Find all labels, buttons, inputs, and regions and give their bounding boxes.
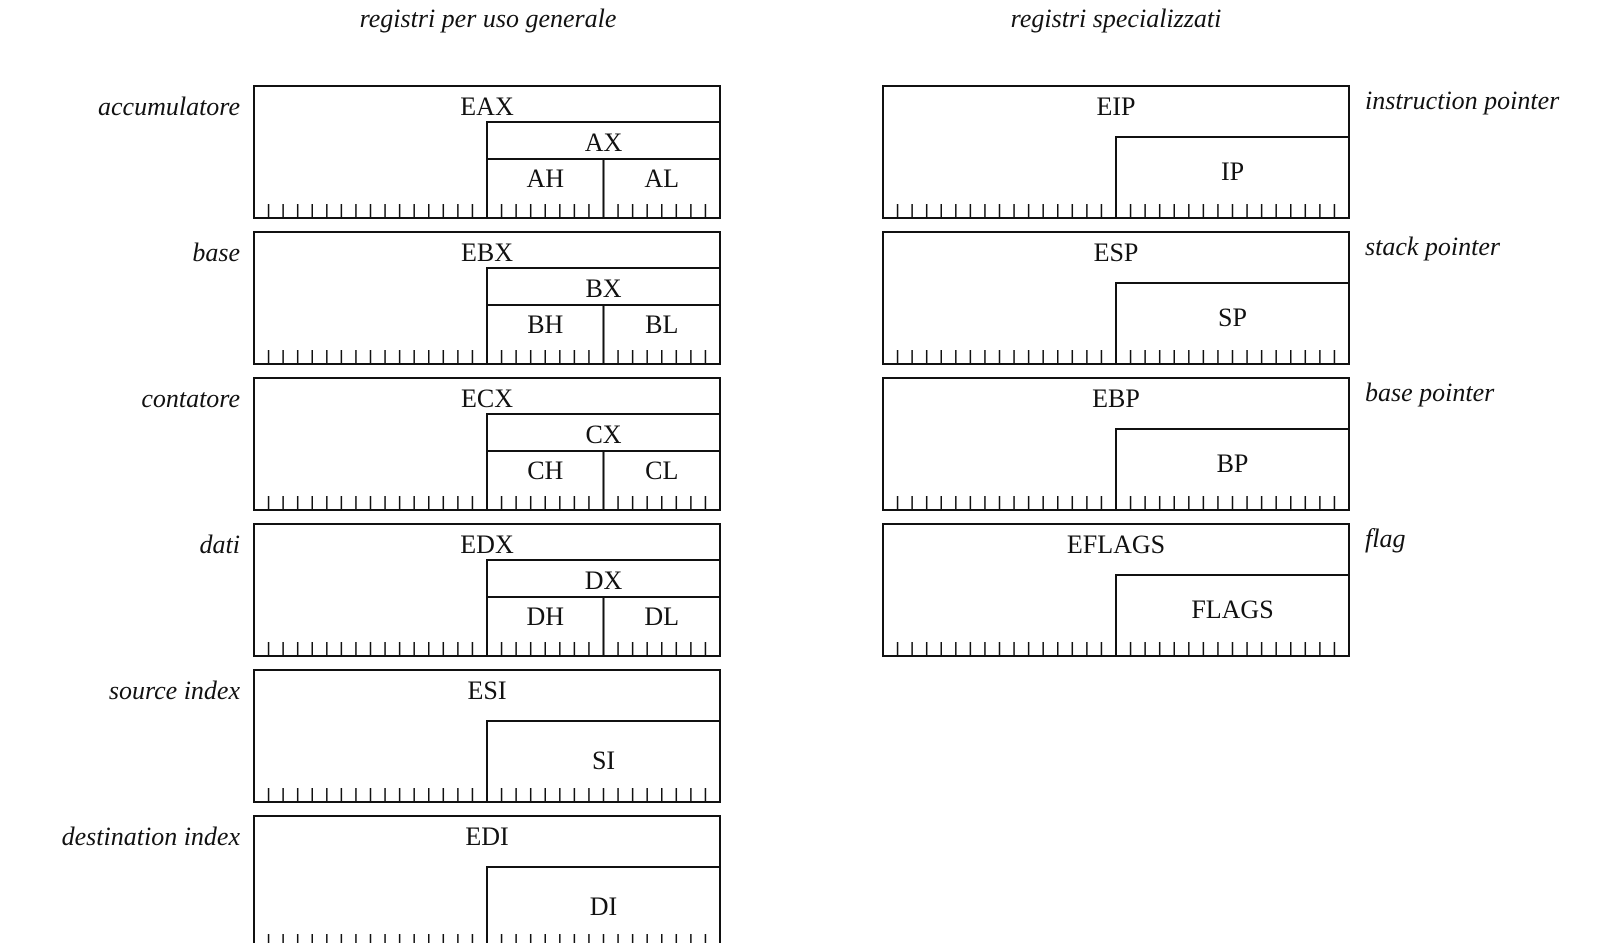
bit-ticks bbox=[267, 204, 707, 218]
register-edx: dati EDX DX DH DL bbox=[200, 523, 721, 657]
register-edi: destination index EDI DI bbox=[62, 815, 721, 943]
register-16bit-label: BX bbox=[585, 274, 621, 303]
register-16bit-outline bbox=[486, 559, 720, 656]
register-32bit-label: EAX bbox=[460, 92, 514, 121]
register-16bit-label: SI bbox=[592, 746, 615, 775]
register-role-label: stack pointer bbox=[1365, 232, 1501, 261]
heading-general-registers: registri per uso generale bbox=[360, 4, 617, 33]
register-eax: accumulatore EAX AX AH AL bbox=[98, 85, 721, 219]
register-16bit-label: SP bbox=[1218, 303, 1247, 332]
register-box bbox=[253, 815, 721, 943]
register-16bit-outline bbox=[1115, 282, 1349, 364]
register-32bit-label: EBP bbox=[1092, 384, 1140, 413]
register-esi: source index ESI SI bbox=[109, 669, 721, 803]
register-esp: stack pointer ESP SP bbox=[882, 231, 1501, 365]
register-role-label: base pointer bbox=[1365, 378, 1495, 407]
register-role-label: flag bbox=[1365, 524, 1405, 553]
register-16bit-outline bbox=[486, 267, 720, 364]
register-16bit-outline bbox=[486, 121, 720, 218]
register-16bit-label: FLAGS bbox=[1191, 595, 1273, 624]
register-low-byte-label: DL bbox=[644, 602, 679, 631]
bit-ticks bbox=[896, 350, 1336, 364]
register-high-byte-label: AH bbox=[526, 164, 564, 193]
register-16bit-label: DX bbox=[585, 566, 623, 595]
register-role-label: destination index bbox=[62, 822, 241, 851]
bit-ticks bbox=[267, 788, 707, 802]
register-low-byte-label: AL bbox=[644, 164, 679, 193]
register-low-byte-label: CL bbox=[645, 456, 678, 485]
register-16bit-outline bbox=[486, 413, 720, 510]
register-16bit-outline bbox=[486, 720, 720, 802]
register-role-label: contatore bbox=[141, 384, 240, 413]
bit-ticks bbox=[896, 642, 1336, 656]
register-eflags: flag EFLAGS FLAGS bbox=[882, 523, 1405, 657]
register-16bit-outline bbox=[486, 866, 720, 943]
register-32bit-label: EIP bbox=[1097, 92, 1136, 121]
bit-ticks bbox=[267, 350, 707, 364]
register-16bit-label: BP bbox=[1217, 449, 1249, 478]
register-eip: instruction pointer EIP IP bbox=[882, 85, 1560, 219]
register-32bit-label: ESI bbox=[468, 676, 507, 705]
register-role-label: instruction pointer bbox=[1365, 86, 1560, 115]
register-16bit-outline bbox=[1115, 136, 1349, 218]
bit-ticks bbox=[267, 642, 707, 656]
register-32bit-label: ESP bbox=[1094, 238, 1139, 267]
register-32bit-label: EFLAGS bbox=[1067, 530, 1165, 559]
register-16bit-label: IP bbox=[1221, 157, 1244, 186]
general-registers-group: accumulatore EAX AX AH AL base EBX BX BH BL contat… bbox=[62, 85, 721, 943]
register-low-byte-label: BL bbox=[645, 310, 678, 339]
register-high-byte-label: BH bbox=[527, 310, 563, 339]
register-ebx: base EBX BX BH BL bbox=[192, 231, 721, 365]
register-ecx: contatore ECX CX CH CL bbox=[141, 377, 721, 511]
register-32bit-label: EBX bbox=[461, 238, 513, 267]
bit-ticks bbox=[267, 496, 707, 510]
register-32bit-label: EDX bbox=[460, 530, 514, 559]
register-role-label: base bbox=[192, 238, 240, 267]
register-ebp: base pointer EBP BP bbox=[882, 377, 1495, 511]
bit-ticks bbox=[267, 934, 707, 943]
register-32bit-label: ECX bbox=[461, 384, 513, 413]
register-role-label: source index bbox=[109, 676, 241, 705]
register-high-byte-label: DH bbox=[526, 602, 564, 631]
register-16bit-outline bbox=[1115, 428, 1349, 510]
bit-ticks bbox=[896, 496, 1336, 510]
heading-special-registers: registri specializzati bbox=[1011, 4, 1222, 33]
special-registers-group: instruction pointer EIP IP stack pointer ESP… bbox=[882, 85, 1560, 657]
register-16bit-label: DI bbox=[590, 892, 617, 921]
register-role-label: dati bbox=[200, 530, 240, 559]
register-16bit-label: CX bbox=[585, 420, 621, 449]
register-16bit-outline bbox=[1115, 574, 1349, 656]
register-16bit-label: AX bbox=[585, 128, 623, 157]
register-role-label: accumulatore bbox=[98, 92, 240, 121]
register-32bit-label: EDI bbox=[465, 822, 508, 851]
register-high-byte-label: CH bbox=[527, 456, 563, 485]
bit-ticks bbox=[896, 204, 1336, 218]
